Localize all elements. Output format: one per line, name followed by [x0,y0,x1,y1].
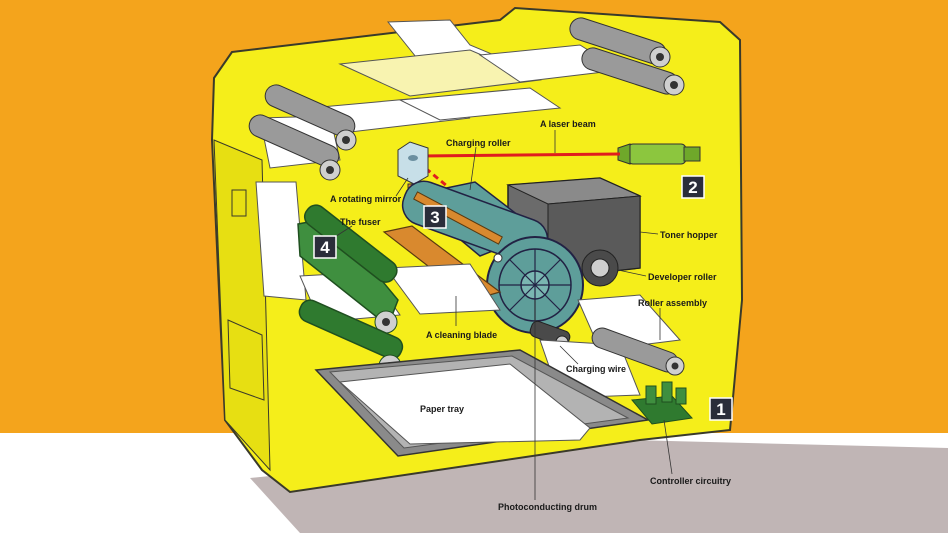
top-left-roller-1 [264,84,357,151]
label-controller-circuitry: Controller circuitry [650,476,731,486]
photoconducting-drum [486,236,584,334]
charging-rod [413,191,503,245]
top-right-roller-2 [581,47,685,96]
label-charging-roller: Charging roller [446,138,511,148]
side-vent-top [231,189,247,217]
leader-charging-roller [469,146,477,191]
laser-beam-line [419,152,621,158]
controller-circuitry [631,381,693,425]
label-charging-wire: Charging wire [566,364,626,374]
side-vent-bottom [227,319,265,401]
label-toner-hopper: Toner hopper [660,230,718,240]
badge-3-text: 3 [430,208,439,227]
badge-4-text: 4 [320,238,330,257]
printer-side-panel [213,139,271,472]
laser-source [617,143,701,165]
label-photoconducting-drum: Photoconducting drum [498,502,597,512]
label-paper-tray: Paper tray [420,404,464,414]
badge-2: 2 [681,175,705,199]
badge-1: 1 [709,397,733,421]
badge-4: 4 [313,235,337,259]
badge-1-text: 1 [716,400,725,419]
label-laser-beam: A laser beam [540,119,596,129]
label-cleaning-blade: A cleaning blade [426,330,497,340]
leader-lines [329,130,673,500]
badge-2-text: 2 [688,178,697,197]
leader-developer-roller [617,269,647,277]
lower-right-roller [591,327,685,376]
label-the-fuser: The fuser [340,217,381,227]
leader-toner-hopper [639,231,659,235]
paper-tray [314,349,651,457]
paper-sheet-center [385,263,501,315]
top-paper-sheet-5 [398,87,562,121]
top-right-roller-1 [569,17,671,68]
leader-rotating-mirror [395,177,409,197]
label-roller-assembly: Roller assembly [638,298,707,308]
label-developer-roller: Developer roller [648,272,717,282]
leader-charging-wire [559,345,579,365]
top-left-roller-2 [248,114,341,181]
paper-sheet-left [255,181,307,301]
developer-roller [581,249,619,287]
badge-3: 3 [423,205,447,229]
charging-rod-end [493,253,503,263]
leader-controller-circuitry [663,419,673,475]
label-rotating-mirror: A rotating mirror [330,194,402,204]
